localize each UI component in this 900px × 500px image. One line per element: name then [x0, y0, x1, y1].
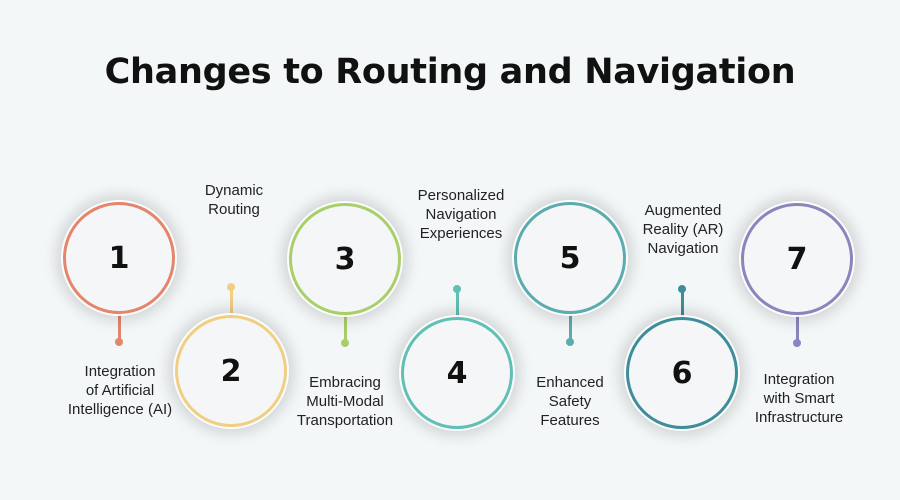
step-1-connector-dot — [115, 338, 123, 346]
step-4-connector-dot — [453, 285, 461, 293]
step-5-number: 5 — [559, 240, 581, 276]
step-6-number: 6 — [671, 355, 693, 391]
step-4-connector — [455, 289, 459, 317]
step-6-connector — [680, 289, 684, 317]
step-1-number: 1 — [108, 240, 130, 276]
step-5-connector-dot — [566, 338, 574, 346]
step-3-circle: 3 — [289, 203, 401, 315]
step-7-connector-dot — [793, 339, 801, 347]
step-4-number: 4 — [446, 355, 468, 391]
step-1-connector — [117, 314, 121, 342]
step-2-connector-dot — [227, 283, 235, 291]
step-6-circle: 6 — [626, 317, 738, 429]
step-1-circle: 1 — [63, 202, 175, 314]
step-2-number: 2 — [220, 353, 242, 389]
step-3-connector-dot — [341, 339, 349, 347]
step-7-connector — [795, 315, 799, 343]
step-4-circle: 4 — [401, 317, 513, 429]
step-2-circle: 2 — [175, 315, 287, 427]
page-title: Changes to Routing and Navigation — [104, 52, 796, 92]
step-7-circle: 7 — [741, 203, 853, 315]
step-2-connector — [229, 287, 233, 315]
step-3-number: 3 — [334, 241, 356, 277]
step-7-number: 7 — [786, 241, 808, 277]
step-5-connector — [568, 314, 572, 342]
step-6-connector-dot — [678, 285, 686, 293]
step-5-circle: 5 — [514, 202, 626, 314]
step-3-connector — [343, 315, 347, 343]
